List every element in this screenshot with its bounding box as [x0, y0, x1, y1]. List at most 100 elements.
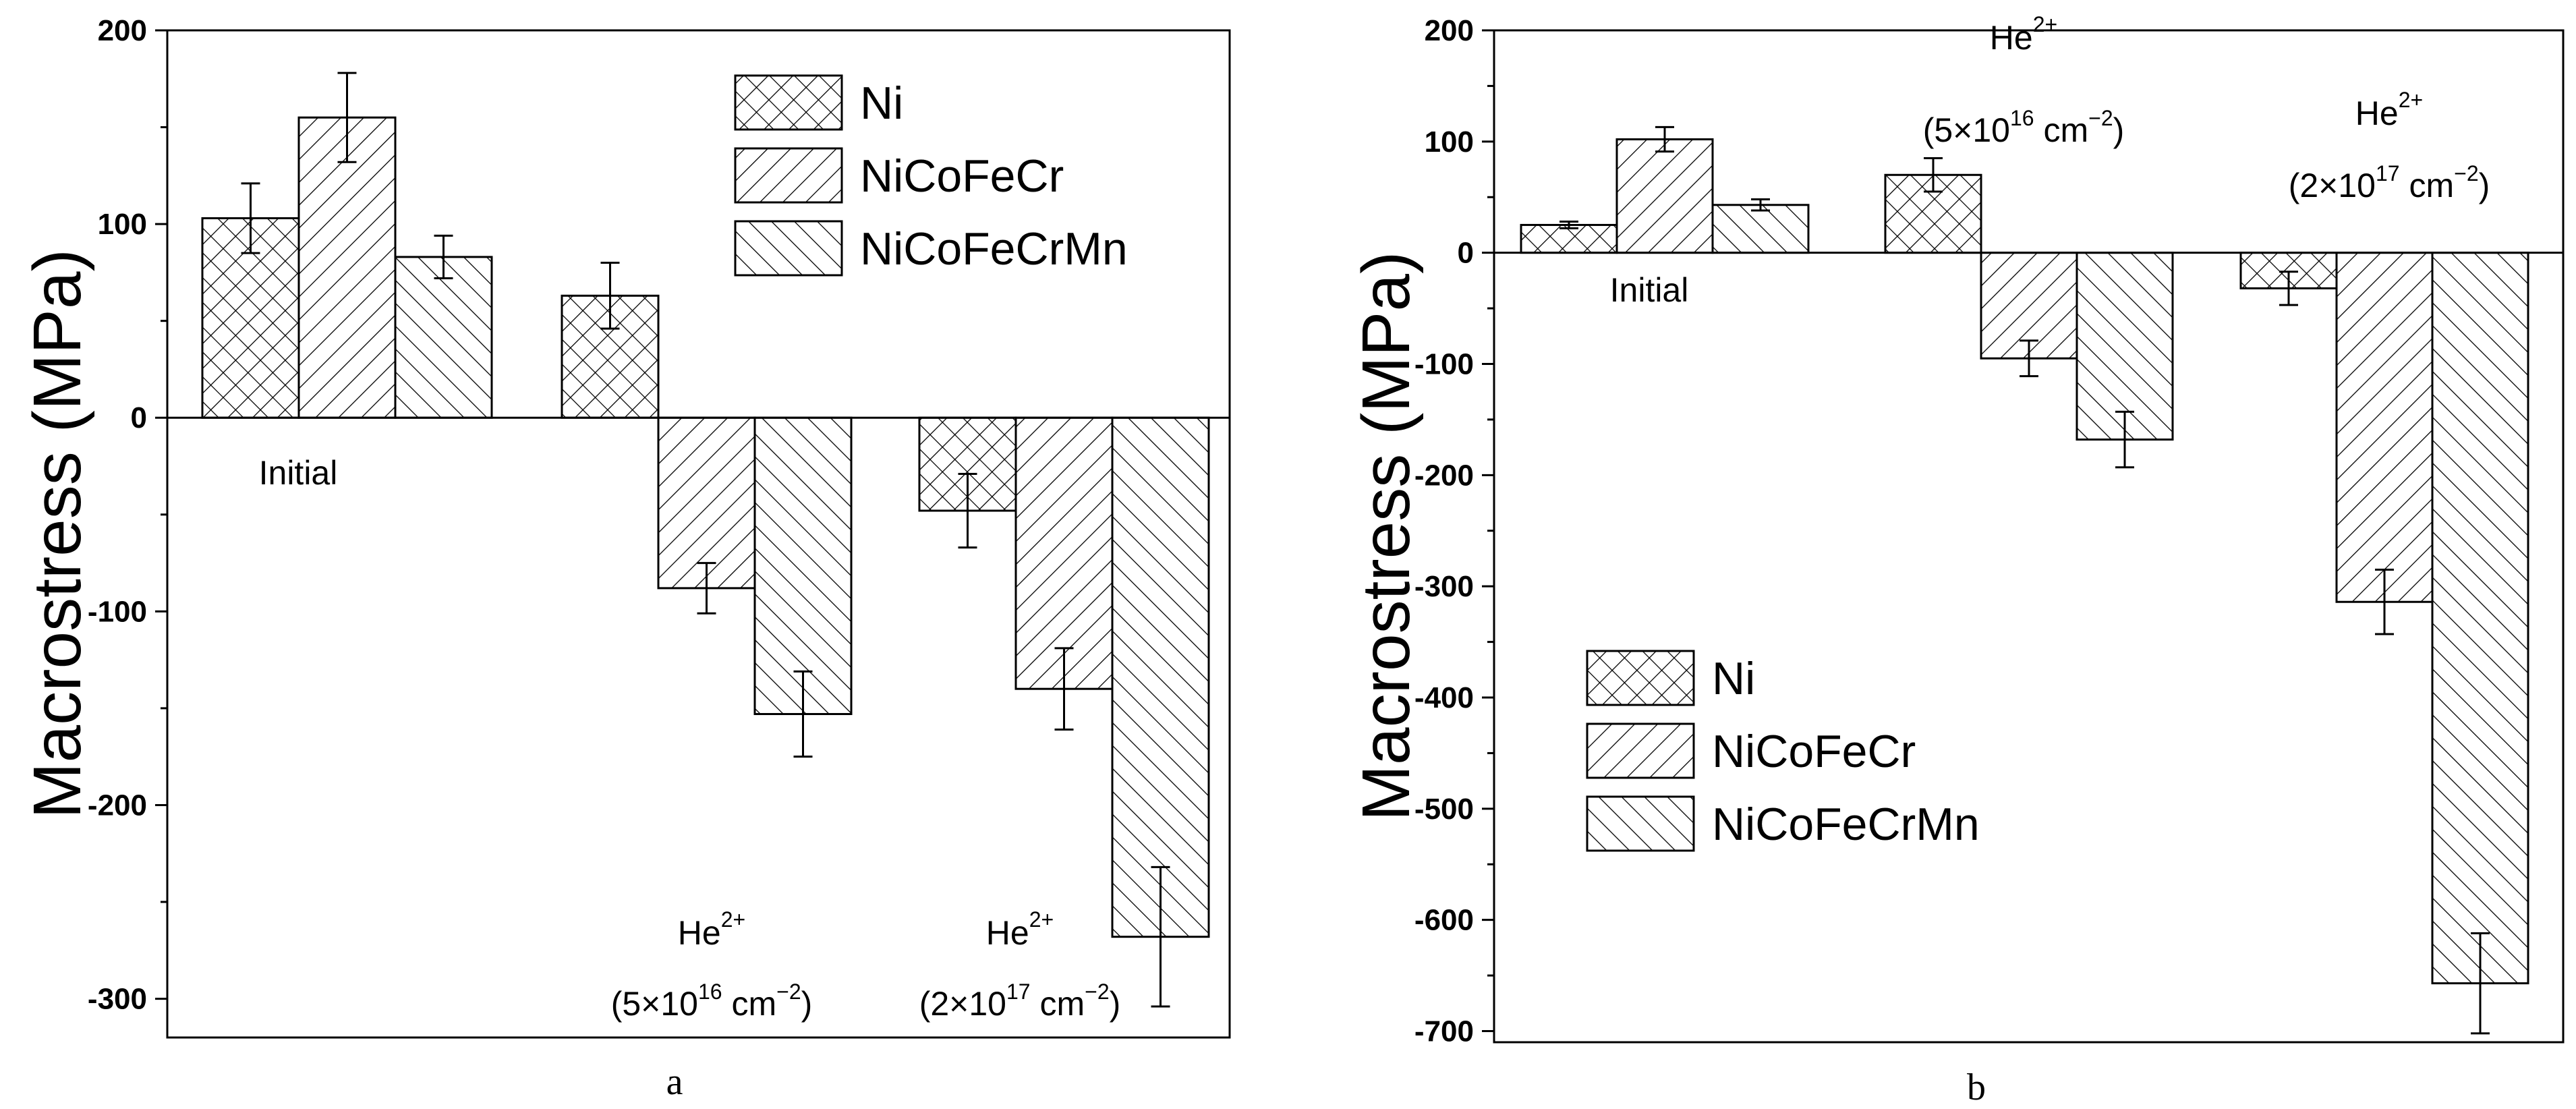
y-tick-label: -200	[88, 789, 147, 822]
error-bar-nicofecr-0	[337, 72, 357, 163]
y-tick-label: -500	[1414, 793, 1474, 826]
y-tick-label: -100	[1414, 348, 1474, 381]
bar-nicofecr-0	[1615, 138, 1714, 254]
fluence-post: )	[1110, 985, 1121, 1023]
category-label-1-fluence: (5×1016 cm−2)	[611, 979, 813, 1023]
category-label-1-he: He2+	[678, 907, 745, 952]
bar-nicofecr-2	[2335, 252, 2434, 603]
he-sup: 2+	[2033, 12, 2057, 36]
category-label-2-fluence: (2×1017 cm−2)	[919, 979, 1121, 1023]
fluence-pre: (2×10	[2289, 167, 2376, 204]
category-label-1-fluence: (5×1016 cm−2)	[1923, 106, 2125, 149]
error-bar-nicofecr-1	[697, 562, 716, 615]
category-label-2-he: He2+	[2355, 88, 2423, 132]
fluence-exp: 16	[698, 979, 722, 1004]
y-tick-label: 200	[1425, 14, 1474, 47]
he-base: He	[986, 914, 1029, 952]
fluence-exp: 17	[1006, 979, 1031, 1004]
error-bar-nicofecr-2	[2375, 568, 2394, 635]
error-bar-ni-2	[2279, 271, 2298, 306]
y-tick-label: -100	[88, 595, 147, 628]
error-bar-ni-2	[958, 472, 977, 549]
category-label-2-fluence: (2×1017 cm−2)	[2289, 161, 2490, 204]
fluence-mid: cm	[1031, 985, 1085, 1023]
error-bar-nicofecrmn-2	[2471, 932, 2490, 1035]
legend-swatch	[1586, 722, 1695, 779]
error-bar-ni-1	[1924, 157, 1943, 193]
bar-nicofecrmn-1	[753, 416, 853, 716]
category-label-2-he: He2+	[986, 907, 1054, 952]
he-base: He	[1990, 19, 2033, 57]
y-tick-label: 0	[1458, 237, 1474, 270]
error-bar-nicofecr-2	[1054, 647, 1074, 731]
error-bar-nicofecrmn-1	[2115, 410, 2134, 469]
error-bar-ni-1	[600, 262, 620, 330]
legend-label: NiCoFeCrMn	[860, 223, 1128, 275]
legend-swatch	[1586, 795, 1695, 852]
legend-item-ni: Ni	[1586, 650, 1755, 706]
he-base: He	[2355, 94, 2399, 132]
fluence-exp: 16	[2010, 106, 2034, 130]
bar-nicofecrmn-0	[1711, 204, 1810, 254]
y-tick-label: -400	[1414, 681, 1474, 714]
he-sup: 2+	[2399, 88, 2423, 112]
category-label-0: Initial	[259, 454, 338, 492]
y-tick-label: -300	[1414, 570, 1474, 603]
legend-label: NiCoFeCrMn	[1712, 799, 1980, 850]
he-sup: 2+	[721, 907, 745, 932]
fluence-pre: (5×10	[611, 985, 698, 1023]
y-tick-label: -300	[88, 983, 147, 1016]
legend-swatch	[734, 74, 843, 131]
fluence-post: )	[2113, 111, 2125, 149]
bar-nicofecrmn-2	[1111, 416, 1210, 938]
unit-exp: −2	[2088, 106, 2113, 130]
bar-nicofecrmn-2	[2431, 252, 2529, 985]
unit-exp: −2	[776, 979, 801, 1004]
unit-exp: −2	[2454, 161, 2478, 186]
legend-label: NiCoFeCr	[860, 150, 1064, 202]
fluence-exp: 17	[2376, 161, 2400, 186]
legend-label: Ni	[1712, 653, 1755, 704]
fluence-post: )	[2479, 167, 2490, 204]
plot-frame	[166, 29, 1231, 1039]
category-label-0: Initial	[1610, 271, 1689, 309]
bar-nicofecrmn-1	[2076, 252, 2174, 441]
legend-item-nicofecr: NiCoFeCr	[1586, 722, 1916, 779]
legend-swatch	[734, 147, 843, 204]
error-bar-ni-0	[241, 182, 260, 254]
y-axis-label: Macrostress (MPa)	[20, 249, 95, 819]
fluence-post: )	[801, 985, 813, 1023]
error-bar-nicofecr-0	[1655, 125, 1674, 153]
error-bar-nicofecrmn-2	[1151, 865, 1170, 1008]
y-tick-label: 100	[98, 208, 147, 241]
legend-item-ni: Ni	[734, 74, 903, 131]
chart-panel-b: -700-600-500-400-300-200-1000100200Macro…	[1348, 12, 2565, 1108]
fluence-pre: (2×10	[919, 985, 1006, 1023]
plot-frame	[1493, 29, 2565, 1044]
y-axis-label: Macrostress (MPa)	[1348, 252, 1424, 822]
fluence-pre: (5×10	[1923, 111, 2010, 149]
fluence-mid: cm	[722, 985, 777, 1023]
panel-label: b	[1967, 1067, 1986, 1108]
fluence-mid: cm	[2400, 167, 2455, 204]
y-tick-label: 100	[1425, 125, 1474, 159]
legend-swatch	[734, 220, 843, 277]
legend-item-nicofecrmn: NiCoFeCrMn	[1586, 795, 1980, 852]
error-bar-nicofecrmn-0	[434, 234, 453, 280]
error-bar-nicofecrmn-1	[793, 670, 813, 758]
bar-nicofecrmn-0	[394, 256, 493, 419]
unit-exp: −2	[1085, 979, 1109, 1004]
y-tick-label: -600	[1414, 904, 1474, 937]
legend-item-nicofecrmn: NiCoFeCrMn	[734, 220, 1128, 277]
y-tick-label: 0	[131, 401, 147, 434]
y-tick-label: -700	[1414, 1015, 1474, 1048]
he-sup: 2+	[1029, 907, 1054, 932]
y-tick-label: 200	[98, 14, 147, 47]
error-bar-nicofecr-1	[2020, 339, 2038, 378]
he-base: He	[678, 914, 721, 952]
error-bar-ni-0	[1559, 221, 1578, 229]
error-bar-nicofecrmn-0	[1751, 198, 1770, 212]
